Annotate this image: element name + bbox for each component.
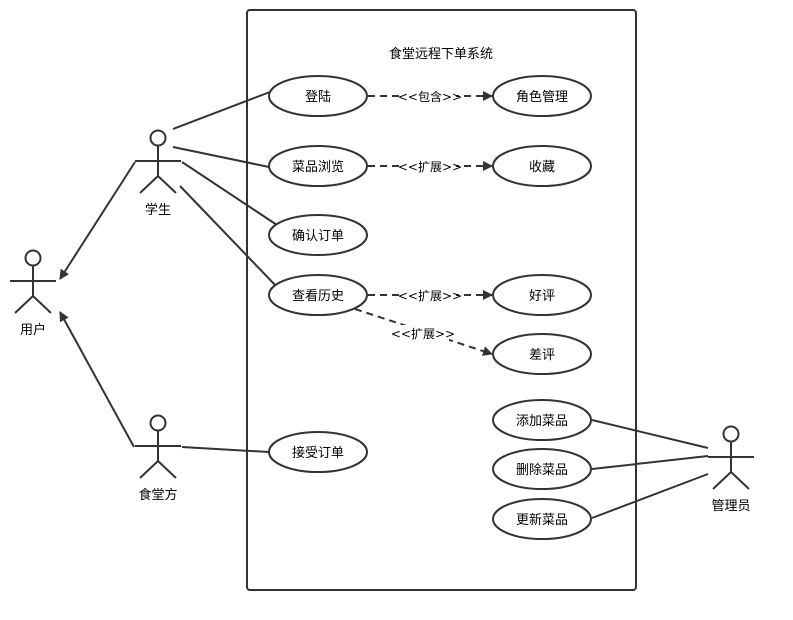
usecase-confirm-order-label: 确认订单 <box>292 229 344 244</box>
include-label: <<包含>> <box>398 89 462 104</box>
usecase-login-label: 登陆 <box>305 89 331 105</box>
assoc-admin-update <box>591 473 709 519</box>
usecase-good-review-label: 好评 <box>529 289 555 304</box>
extend-bad-label-bg <box>397 325 449 341</box>
usecase-delete-dish: 删除菜品 <box>492 448 592 490</box>
actor-admin-label: 管理员 <box>711 499 750 514</box>
usecase-add-dish: 添加菜品 <box>492 399 592 441</box>
usecase-confirm-order: 确认订单 <box>268 214 368 256</box>
assoc-admin-delete <box>591 455 709 470</box>
extend-good-label-bg <box>404 287 456 303</box>
actor-admin-figure <box>708 425 754 490</box>
usecase-add-dish-label: 添加菜品 <box>516 414 568 429</box>
usecase-role-manage: 角色管理 <box>492 75 592 117</box>
usecase-bad-review-label: 差评 <box>529 348 555 363</box>
generalize-student-user <box>59 161 136 280</box>
actor-student-label: 学生 <box>145 202 171 218</box>
assoc-student-browse <box>172 146 270 168</box>
assoc-student-login <box>172 91 271 130</box>
usecase-bad-review: 差评 <box>492 333 592 375</box>
usecase-update-dish: 更新菜品 <box>492 498 592 540</box>
actor-student-figure <box>135 129 181 194</box>
usecase-accept-order-label: 接受订单 <box>292 445 344 461</box>
actor-user-figure <box>10 249 56 314</box>
usecase-login: 登陆 <box>268 75 368 117</box>
extend-bad-label: <<扩展>> <box>391 327 455 341</box>
generalize-canteen-user <box>59 311 135 448</box>
include-label-bg <box>404 88 456 104</box>
usecase-history-label: 查看历史 <box>292 288 344 304</box>
actor-canteen-label: 食堂方 <box>138 487 177 503</box>
assoc-student-history <box>179 185 278 288</box>
extend-good-label: <<扩展>> <box>398 289 462 303</box>
usecase-role-manage-label: 角色管理 <box>516 89 568 105</box>
system-title: 食堂远程下单系统 <box>389 46 493 62</box>
assoc-student-confirm <box>181 161 278 226</box>
usecase-browse-label: 菜品浏览 <box>292 159 344 175</box>
usecase-favorite: 收藏 <box>492 145 592 187</box>
assoc-admin-add <box>591 419 709 449</box>
usecase-favorite-label: 收藏 <box>529 160 555 175</box>
usecase-good-review: 好评 <box>492 274 592 316</box>
assoc-canteen-accept <box>181 446 270 453</box>
usecase-delete-dish-label: 删除菜品 <box>516 463 568 478</box>
actor-user-label: 用户 <box>20 322 46 338</box>
extend-browse-label-bg <box>404 158 456 174</box>
actor-canteen-figure <box>135 414 181 479</box>
usecase-browse: 菜品浏览 <box>268 145 368 187</box>
usecase-history: 查看历史 <box>268 274 368 316</box>
usecase-accept-order: 接受订单 <box>268 431 368 473</box>
usecase-update-dish-label: 更新菜品 <box>516 512 568 528</box>
extend-browse-label: <<扩展>> <box>398 160 462 174</box>
